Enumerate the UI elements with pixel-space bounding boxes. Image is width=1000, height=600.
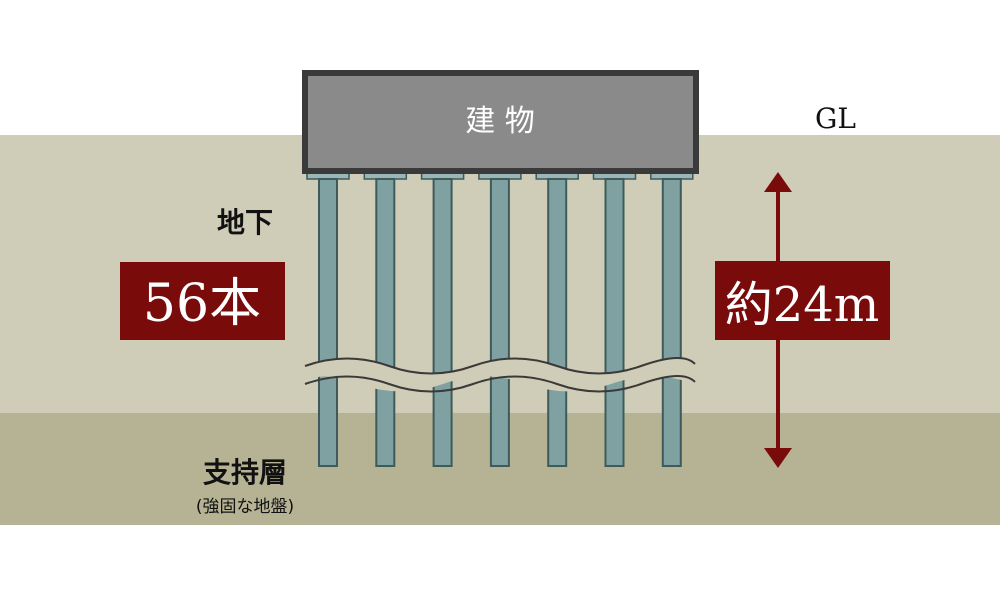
arrow-down-icon xyxy=(764,448,792,468)
pile-count-text: 56本 xyxy=(143,274,261,334)
pile-group xyxy=(306,170,694,467)
pile-count-badge: 56本 xyxy=(120,262,285,340)
building: 建 物 xyxy=(302,70,699,174)
bearing-layer-note: (強固な地盤) xyxy=(196,497,294,517)
pile xyxy=(489,178,510,467)
depth-badge-bg xyxy=(715,261,890,340)
bearing-layer-label: 支持層 xyxy=(203,456,287,489)
pile xyxy=(604,178,625,467)
pile xyxy=(318,178,338,467)
building-box xyxy=(302,70,699,174)
pile xyxy=(661,178,682,467)
ground-level-label: GL xyxy=(815,102,856,135)
pile xyxy=(432,178,453,467)
pile-break-line-top xyxy=(304,357,696,375)
pile-break-line-bottom xyxy=(304,375,696,393)
depth-badge: 約24m xyxy=(715,261,890,340)
pile xyxy=(547,178,568,467)
pile xyxy=(375,178,396,467)
pile-break-band xyxy=(305,357,695,392)
building-label: 建 物 xyxy=(465,104,535,139)
arrow-up-icon xyxy=(764,172,792,192)
pile-count-badge-bg xyxy=(120,262,285,340)
depth-text: 約24m xyxy=(725,277,880,333)
underground-label: 地下 xyxy=(217,206,273,239)
